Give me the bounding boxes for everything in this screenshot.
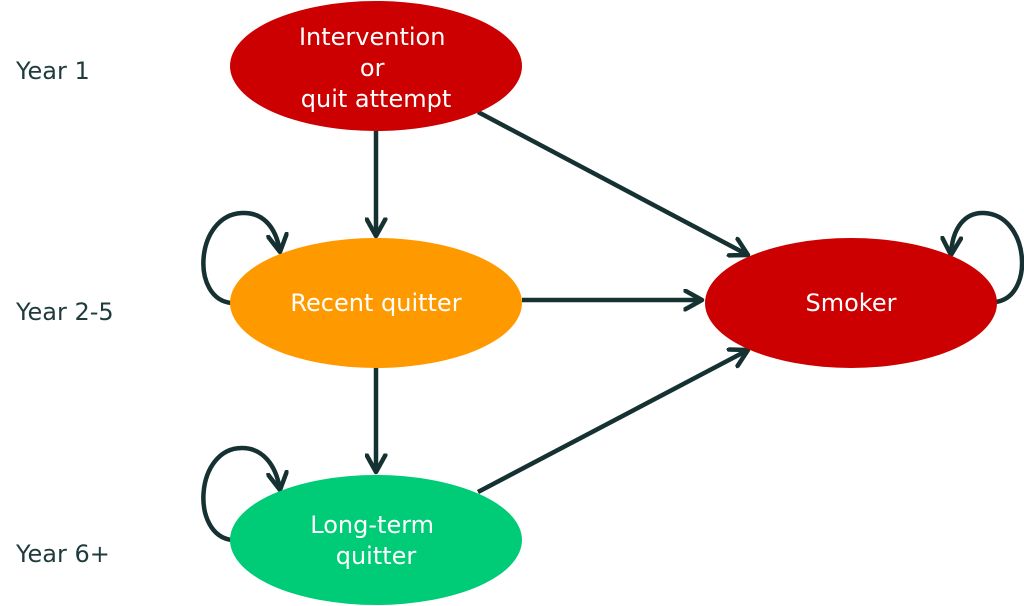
node-long-term-quitter-line-1: Long-term xyxy=(310,511,434,539)
self-loop-smoker xyxy=(951,210,1024,305)
node-recent-quitter-label: Recent quitter xyxy=(290,289,461,317)
node-intervention-shape xyxy=(230,1,522,131)
node-intervention-line-2: or xyxy=(360,54,385,82)
node-intervention-line-3: quit attempt xyxy=(301,85,451,113)
edge-long-term-quitter-to-smoker xyxy=(476,350,748,494)
row-label-year-6-plus: Year 6+ xyxy=(15,540,110,568)
node-recent-quitter: Recent quitter xyxy=(230,238,522,368)
node-long-term-quitter: Long-term quitter xyxy=(230,475,522,605)
node-intervention-label: Intervention or quit attempt xyxy=(299,23,453,113)
node-long-term-quitter-label: Long-term quitter xyxy=(310,511,441,570)
node-long-term-quitter-line-2: quitter xyxy=(336,542,417,570)
self-loop-long-term-quitter xyxy=(201,445,280,543)
node-long-term-quitter-shape xyxy=(230,475,522,605)
node-smoker: Smoker xyxy=(705,238,997,368)
self-loop-recent-quitter xyxy=(201,210,280,306)
node-smoker-label: Smoker xyxy=(806,289,897,317)
node-smoker-shape xyxy=(705,238,997,368)
node-intervention-line-1: Intervention xyxy=(299,23,445,51)
edge-intervention-to-smoker xyxy=(476,110,748,255)
node-recent-quitter-shape xyxy=(230,238,522,368)
row-label-year-1: Year 1 xyxy=(15,57,90,85)
node-intervention: Intervention or quit attempt xyxy=(230,1,522,131)
row-label-year-2-5: Year 2-5 xyxy=(15,298,114,326)
